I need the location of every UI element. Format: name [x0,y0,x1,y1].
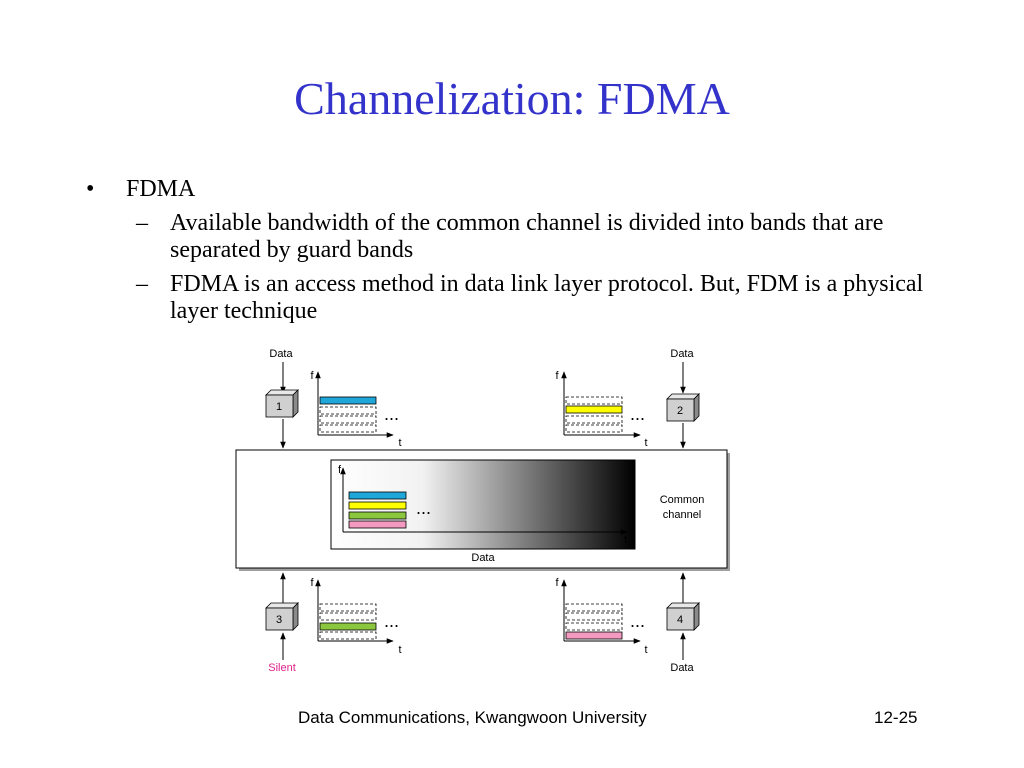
bullet-list: • FDMA – Available bandwidth of the comm… [86,176,966,325]
station-1-data-label: Data [269,348,293,360]
station-2-data-label: Data [670,348,694,360]
bullet-fdma: • FDMA [86,176,966,203]
axis-f-label: f [555,370,559,382]
station-4-data-label: Data [670,662,694,674]
band-station3 [348,511,407,520]
common-channel: f t ... Data Common channel [235,449,730,571]
station-1-group: Data 1 f t ... [265,348,402,449]
station-4-box: 4 [666,602,700,631]
sub-bullet-text: FDMA is an access method in data link la… [170,271,924,324]
common-channel-label-line2: channel [663,509,702,521]
ellipsis-label: ... [630,611,645,631]
band-station1 [348,491,407,500]
dash-icon: – [136,271,148,297]
bullet-dot-icon: • [86,176,95,202]
slide-title: Channelization: FDMA [294,73,730,124]
axis-f-label: f [338,464,342,476]
station-2-box: 2 [666,393,700,422]
station-2-band [565,405,623,414]
station-4-band [565,631,623,640]
station-3-band [319,622,377,631]
ellipsis-label: ... [384,404,399,424]
band-station2 [348,501,407,510]
dash-icon: – [136,210,148,236]
sub-bullet-bandwidth: – Available bandwidth of the common chan… [86,210,966,264]
ellipsis-label: ... [416,498,431,518]
station-1-band [319,396,377,405]
axis-t-label: t [644,437,647,449]
axis-t-label: t [398,644,401,656]
ellipsis-label: ... [630,404,645,424]
footer-course-label: Data Communications, Kwangwoon Universit… [298,708,647,727]
channel-data-label: Data [471,552,495,564]
axis-t-label: t [624,534,627,546]
station-3-group: 3 Silent f t ... [265,572,402,674]
station-3-id: 3 [276,614,282,626]
axis-f-label: f [310,577,314,589]
axis-t-label: t [398,437,401,449]
station-3-silent-label: Silent [268,662,296,674]
station-2-group: Data 2 f t ... [555,348,700,449]
sub-bullet-text: Available bandwidth of the common channe… [170,210,884,263]
station-1-box: 1 [265,389,299,418]
footer-page-number: 12-25 [874,708,918,727]
axis-f-label: f [555,577,559,589]
ellipsis-label: ... [384,611,399,631]
band-station4 [348,520,407,529]
axis-f-label: f [310,370,314,382]
station-3-box: 3 [265,602,299,631]
station-4-group: 4 Data f t ... [555,572,700,674]
axis-t-label: t [644,644,647,656]
station-2-id: 2 [677,405,683,417]
station-1-id: 1 [276,401,282,413]
bullet-text: FDMA [126,176,196,202]
common-channel-label-line1: Common [660,494,705,506]
station-4-id: 4 [677,614,683,626]
sub-bullet-access-method: – FDMA is an access method in data link … [86,271,966,325]
